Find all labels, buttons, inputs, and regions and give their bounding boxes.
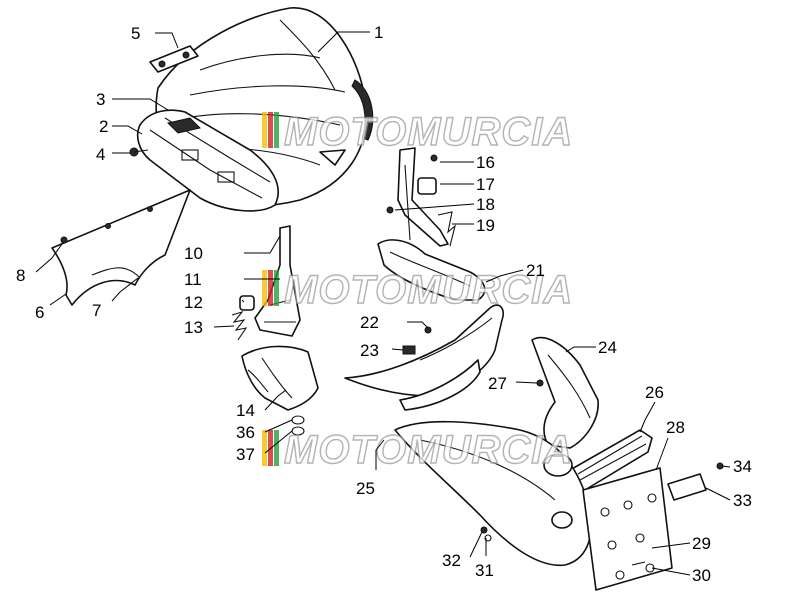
callout-27: 27 bbox=[488, 374, 507, 393]
callout-19: 19 bbox=[476, 216, 495, 235]
callout-2: 2 bbox=[99, 117, 108, 136]
spoiler-part bbox=[344, 304, 505, 411]
motomurcia-watermark: MOTOMURCIA bbox=[262, 427, 573, 473]
callout-13: 13 bbox=[184, 318, 203, 337]
callout-24: 24 bbox=[598, 338, 617, 357]
callout-14: 14 bbox=[236, 401, 255, 420]
rear-mudguard-25-part bbox=[394, 420, 592, 567]
callout-32: 32 bbox=[442, 551, 461, 570]
callout-37: 37 bbox=[236, 445, 255, 464]
callout-5: 5 bbox=[131, 24, 140, 43]
callout-11: 11 bbox=[184, 270, 202, 289]
bracket-5-part bbox=[149, 45, 199, 73]
watermark-stripe bbox=[274, 112, 279, 148]
callout-10: 10 bbox=[184, 244, 203, 263]
callout-29: 29 bbox=[692, 534, 711, 553]
watermark-stripe bbox=[268, 270, 273, 306]
callout-3: 3 bbox=[96, 90, 105, 109]
right-hinge-part bbox=[386, 147, 456, 247]
callout-21: 21 bbox=[526, 261, 545, 280]
callout-26: 26 bbox=[645, 383, 664, 402]
callout-17: 17 bbox=[476, 175, 495, 194]
screw-4-part bbox=[129, 147, 149, 157]
callout-25: 25 bbox=[356, 479, 375, 498]
callout-1: 1 bbox=[374, 23, 383, 42]
callout-33: 33 bbox=[733, 491, 752, 510]
watermark-stripe bbox=[268, 112, 273, 148]
callout-4: 4 bbox=[96, 145, 105, 164]
watermark-text: MOTOMURCIA bbox=[284, 428, 573, 472]
rear-side-cover-24-part bbox=[531, 336, 599, 449]
callout-12: 12 bbox=[184, 293, 203, 312]
license-plate-holder-part bbox=[582, 467, 673, 591]
lower-cover-14-part bbox=[241, 345, 319, 436]
callout-18: 18 bbox=[476, 195, 495, 214]
callout-22: 22 bbox=[360, 313, 379, 332]
watermark-stripe bbox=[262, 430, 267, 466]
callout-7: 7 bbox=[92, 301, 101, 320]
callout-8: 8 bbox=[16, 266, 25, 285]
screws-31-32-part bbox=[480, 526, 492, 542]
callout-31: 31 bbox=[475, 561, 494, 580]
motomurcia-watermark: MOTOMURCIA bbox=[262, 109, 573, 155]
watermark-stripe bbox=[274, 270, 279, 306]
tail-cover-21-part bbox=[377, 239, 486, 301]
callout-16: 16 bbox=[476, 153, 495, 172]
callout-28: 28 bbox=[666, 418, 685, 437]
callout-30: 30 bbox=[692, 566, 711, 585]
callout-6: 6 bbox=[35, 303, 44, 322]
watermark-stripe bbox=[262, 270, 267, 306]
motomurcia-watermark: MOTOMURCIA bbox=[262, 267, 573, 313]
callout-labels: 1 2 3 4 5 6 7 8 10 11 12 13 14 16 17 18 … bbox=[16, 23, 752, 585]
watermark-text: MOTOMURCIA bbox=[284, 110, 573, 154]
watermark-layer: MOTOMURCIA MOTOMURCIA MOTOMURCIA bbox=[262, 109, 573, 473]
side-panel-part bbox=[51, 189, 191, 306]
watermark-text: MOTOMURCIA bbox=[284, 268, 573, 312]
callout-34: 34 bbox=[733, 457, 752, 476]
leader-lines bbox=[35, 31, 731, 576]
plate-light-33-part bbox=[667, 462, 724, 501]
watermark-stripe bbox=[262, 112, 267, 148]
callout-36: 36 bbox=[236, 423, 255, 442]
callout-23: 23 bbox=[360, 341, 379, 360]
inner-frame-part bbox=[136, 109, 279, 212]
watermark-stripe bbox=[274, 430, 279, 466]
